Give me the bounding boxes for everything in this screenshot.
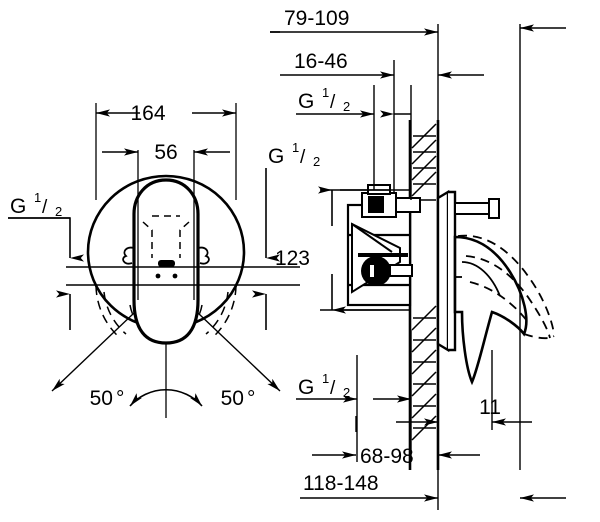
svg-text:/: /	[42, 197, 48, 218]
dimension-lines-group	[8, 24, 566, 510]
handle-dot-right	[172, 273, 178, 279]
leader-g-left	[8, 217, 84, 262]
handle-right-lug	[197, 246, 210, 265]
lever-handle-section	[453, 235, 528, 386]
thread-label-front-right: G 1 / 2	[268, 140, 320, 169]
front-view-group	[8, 103, 300, 418]
dim-text-angle-right: 50°	[221, 387, 256, 410]
svg-text:G: G	[10, 195, 26, 218]
angle-arc	[129, 389, 203, 407]
dim-text-118-148: 118-148	[303, 472, 379, 495]
control-knob	[361, 256, 413, 286]
thread-labels-group: G 1 / 2 G 1 / 2 G 1 / 2 G 1 / 2	[10, 85, 350, 400]
dim-text-164: 164	[130, 102, 165, 125]
spindle	[454, 198, 500, 219]
svg-text:G: G	[298, 90, 314, 113]
svg-text:2: 2	[343, 99, 350, 114]
dim-text-68-98: 68-98	[360, 445, 414, 468]
angle-leader-right	[197, 312, 281, 392]
svg-text:2: 2	[55, 204, 62, 219]
dim-text-56: 56	[154, 141, 177, 164]
dim-text-angle-left: 50°	[90, 387, 125, 410]
svg-text:1: 1	[292, 140, 299, 155]
thread-label-bottom: G 1 / 2	[298, 371, 350, 400]
angle-leader-left	[51, 312, 135, 392]
svg-text:/: /	[300, 147, 306, 168]
svg-text:G: G	[298, 376, 314, 399]
svg-text:2: 2	[343, 385, 350, 400]
wall-hatch-lower	[411, 305, 437, 441]
svg-text:/: /	[330, 378, 336, 399]
svg-text:1: 1	[322, 371, 329, 386]
lever-crease	[461, 261, 501, 297]
handle-detail-lines	[142, 215, 190, 258]
lever-swing-phantom	[457, 234, 555, 340]
svg-text:G: G	[268, 145, 284, 168]
dim-text-16-46: 16-46	[294, 50, 348, 73]
wall-hatch-upper	[411, 123, 437, 201]
svg-text:1: 1	[322, 85, 329, 100]
thread-label-top: G 1 / 2	[298, 85, 350, 114]
handle-dot-left	[155, 273, 161, 279]
dim-text-79-109: 79-109	[284, 7, 349, 30]
escutcheon-section	[436, 189, 457, 353]
svg-text:2: 2	[313, 154, 320, 169]
dim-text-123: 123	[275, 247, 310, 270]
thread-label-left: G 1 / 2	[10, 190, 62, 219]
handle-slot	[158, 260, 175, 267]
handle-left-lug	[122, 246, 135, 265]
svg-text:1: 1	[34, 190, 41, 205]
section-view-group	[340, 120, 555, 470]
svg-text:/: /	[330, 92, 336, 113]
dim-text-11: 11	[479, 396, 501, 419]
dimension-text-group: 79-109 16-46 164 56 123 50° 50° 11 68-98…	[90, 7, 501, 495]
